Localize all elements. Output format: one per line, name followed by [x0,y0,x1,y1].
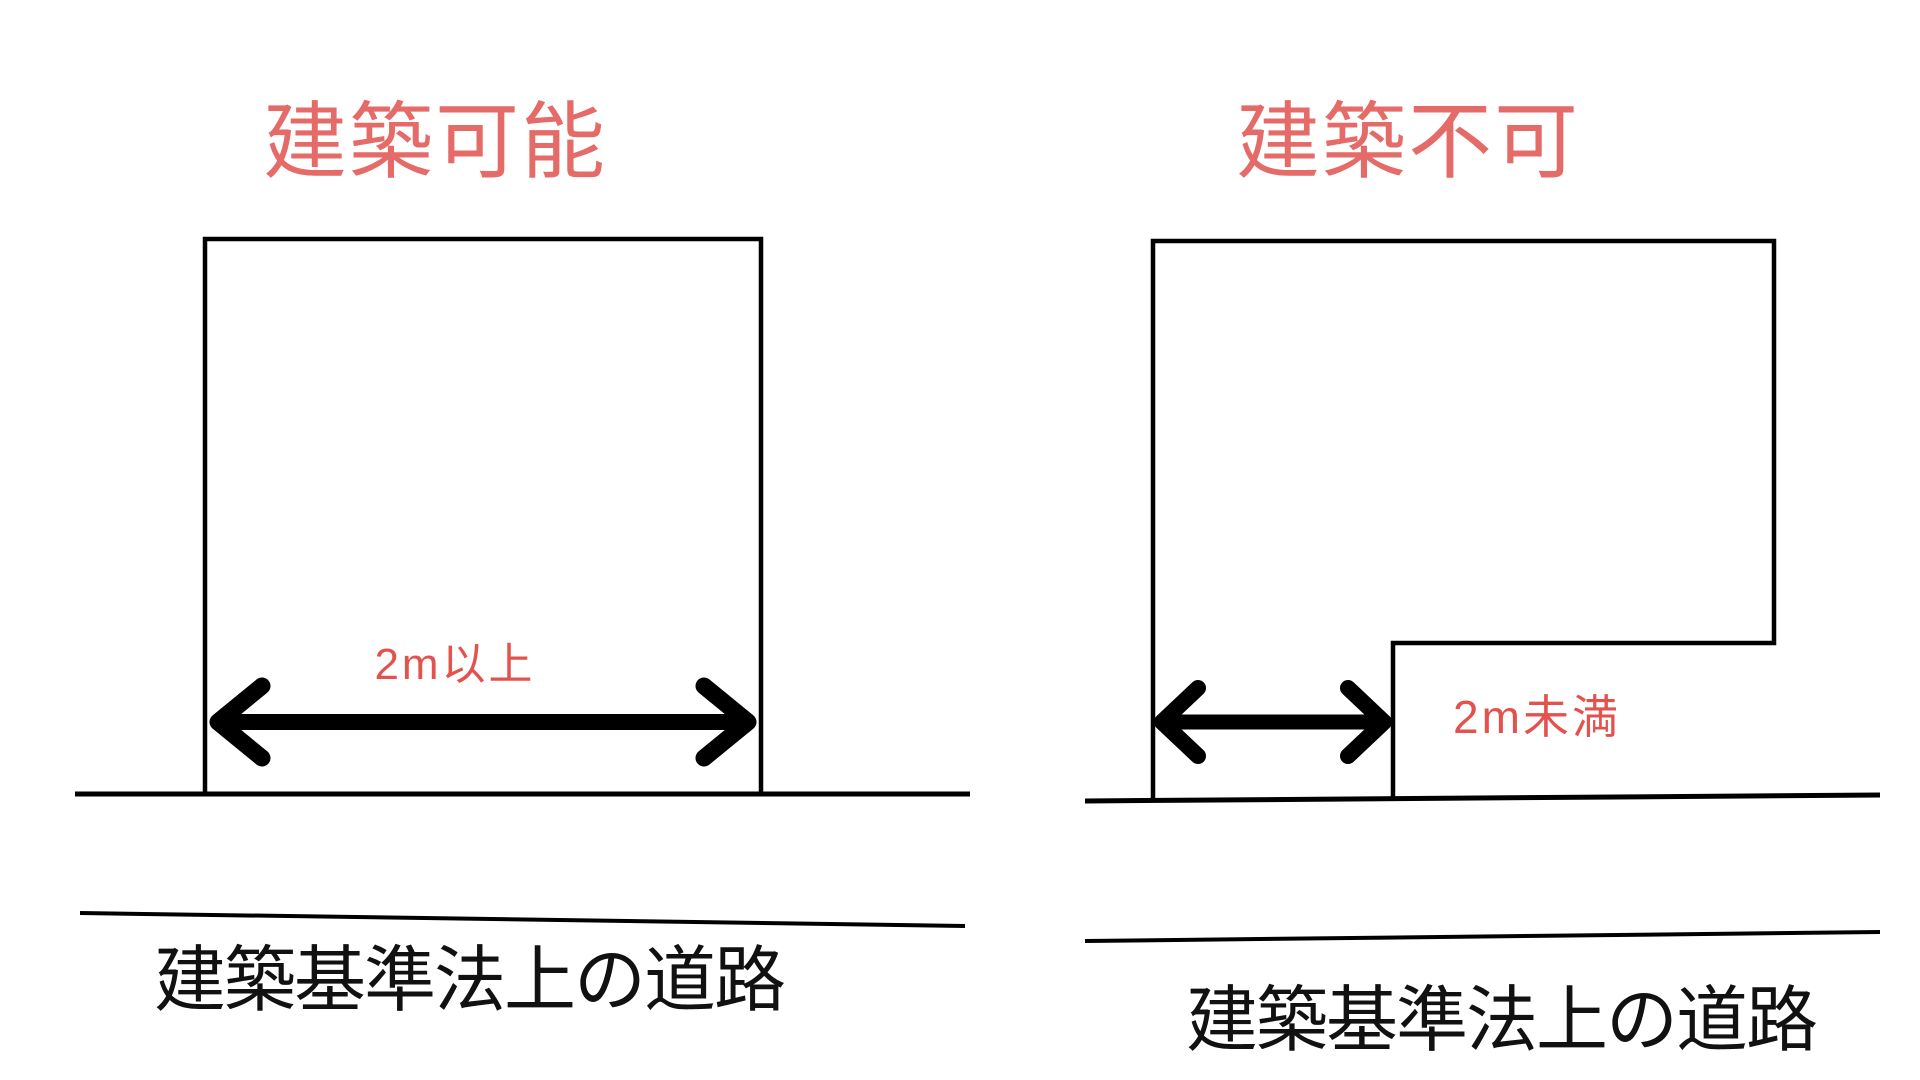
left-measurement-label: 2m以上 [374,640,536,689]
right-road-bottom-line [1084,930,1881,943]
left-road-bottom-line [79,911,966,928]
right-panel-title: 建築不可 [1235,97,1581,190]
right-plot-outline [1150,238,1777,798]
right-arrowhead-left [1154,680,1206,764]
left-road-label: 建築基準法上の道路 [153,941,786,1021]
left-width-arrow [209,677,757,767]
left-plot-outline [202,236,764,796]
right-road-top-line [1084,792,1881,804]
right-width-arrow [1154,680,1392,764]
right-road-label: 建築基準法上の道路 [1185,981,1818,1061]
right-measurement-label: 2m未満 [1453,691,1621,743]
left-panel-title: 建築可能 [262,97,608,190]
right-arrowhead-right [1340,680,1392,764]
left-arrowhead-left [209,677,271,767]
left-arrowhead-right [695,677,757,767]
